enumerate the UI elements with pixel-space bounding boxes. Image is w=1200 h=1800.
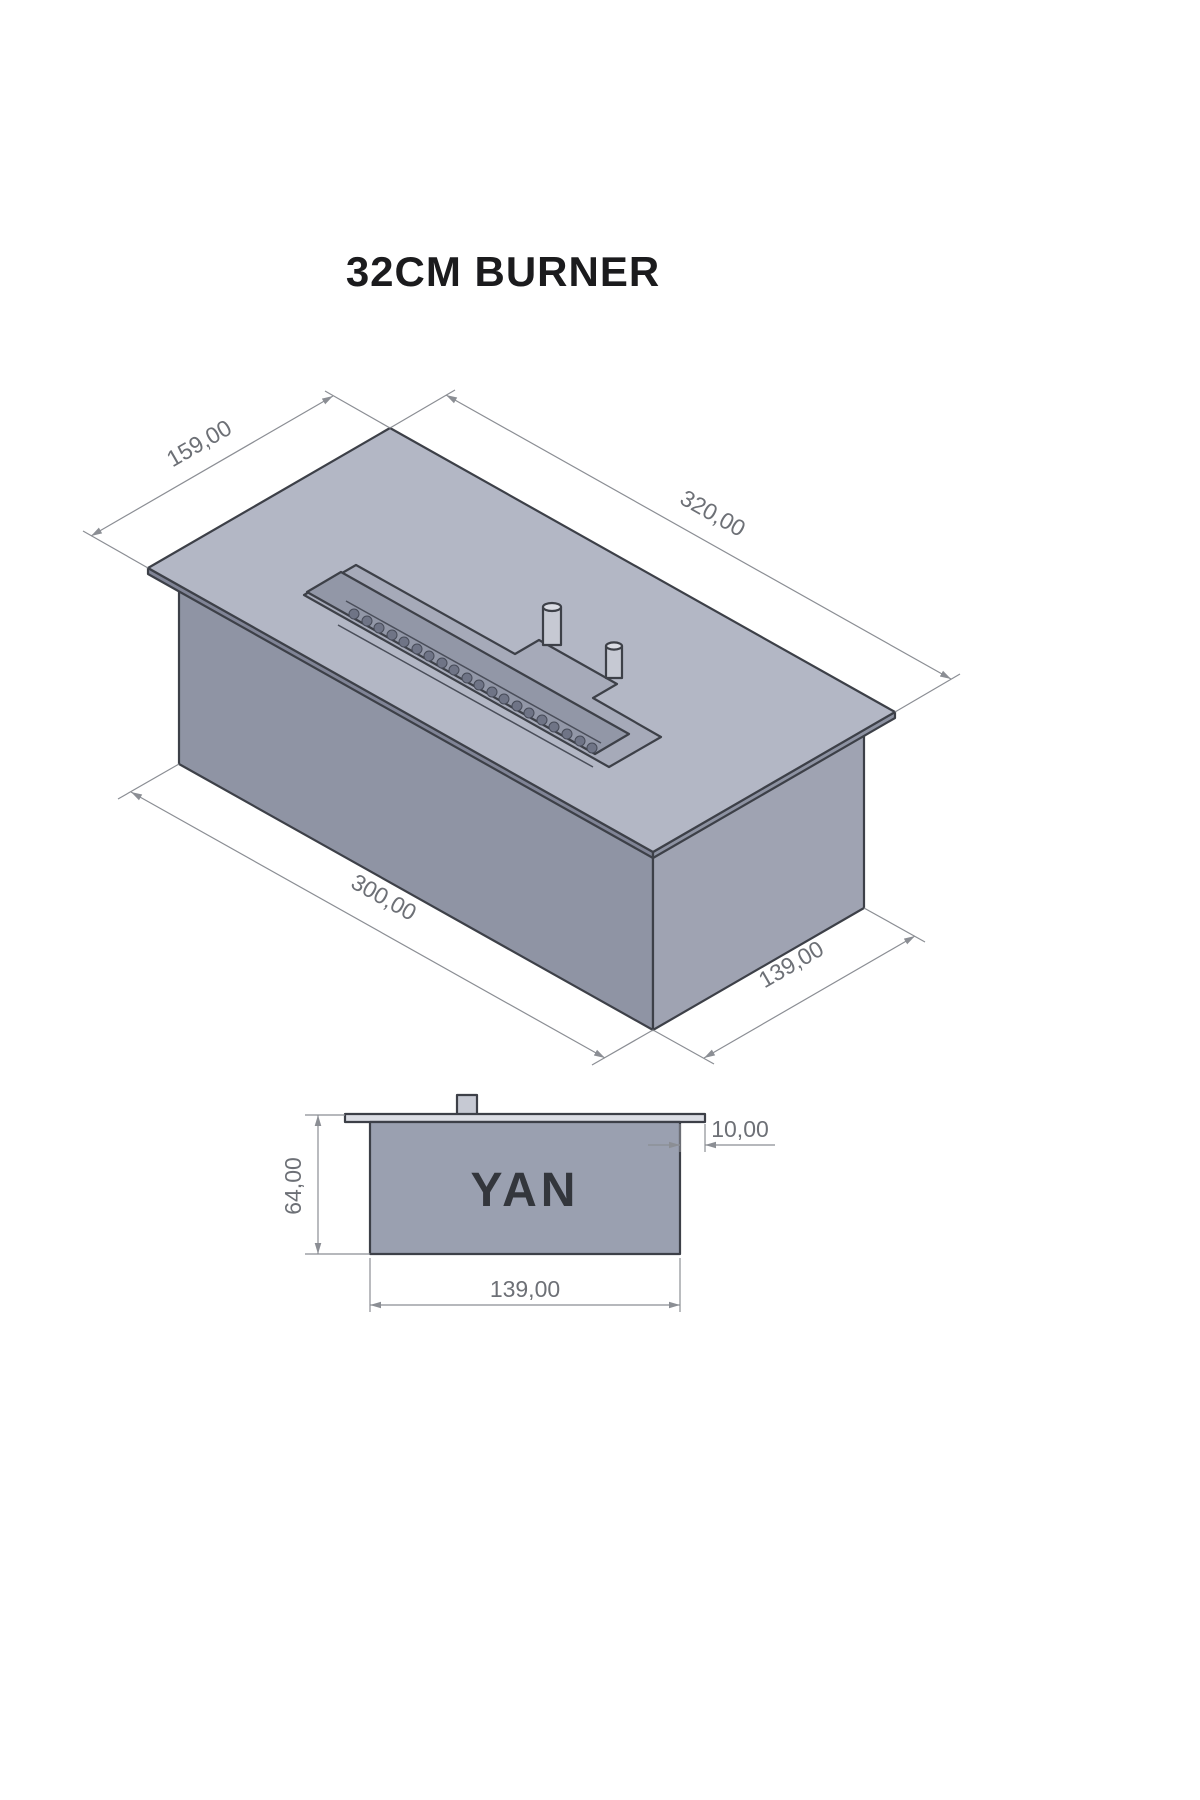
flame-hole [473,679,485,691]
dimension-line-300 [130,791,606,1059]
flame-hole [548,721,560,733]
side-dimensions [305,1114,775,1312]
flame-hole [411,643,423,655]
dimension-line-159 [90,395,334,537]
side-flange-plate [343,1112,707,1124]
flame-hole [486,686,498,698]
burner-rail-edge-bottom [337,624,594,768]
iso-dimensions [82,389,961,1066]
extension-line [324,390,391,429]
flame-hole [348,608,360,620]
flame-hole [586,742,598,754]
dimension-line-320 [445,394,952,680]
pin-top [541,601,563,613]
side-view: YAN 64,00 10,00 139,00 [280,1093,775,1312]
extension-line [591,1029,654,1066]
side-pin-stub [455,1093,479,1117]
pin-shaft [604,644,624,680]
flame-hole [523,707,535,719]
extension-line [117,763,180,800]
flame-hole [448,664,460,676]
dim-label-10: 10,00 [711,1116,769,1142]
regulator-pin-2 [604,641,624,680]
page-title: 32CM BURNER [346,248,660,295]
flame-hole [398,636,410,648]
extension-line [894,673,961,713]
flame-hole [461,672,473,684]
regulator-pin-1 [541,601,563,647]
flame-hole [574,735,586,747]
side-body [368,1120,682,1256]
extension-line [389,389,456,429]
side-view-label: YAN [471,1164,580,1217]
flame-hole [373,622,385,634]
flame-hole [386,629,398,641]
dim-label-64: 64,00 [280,1157,306,1215]
flame-hole [423,650,435,662]
dim-label-139-side: 139,00 [490,1276,560,1302]
flame-hole [498,693,510,705]
pin-top [604,641,624,651]
flame-hole [511,700,523,712]
isometric-view: 159,00 320,00 300,00 139,00 [82,389,961,1066]
flame-hole [361,615,373,627]
dimension-line-139 [703,935,916,1059]
flame-hole [436,657,448,669]
extension-line [652,1029,715,1065]
extension-line [82,530,149,569]
pin-shaft [541,605,563,647]
flame-hole [561,728,573,740]
flame-hole [536,714,548,726]
